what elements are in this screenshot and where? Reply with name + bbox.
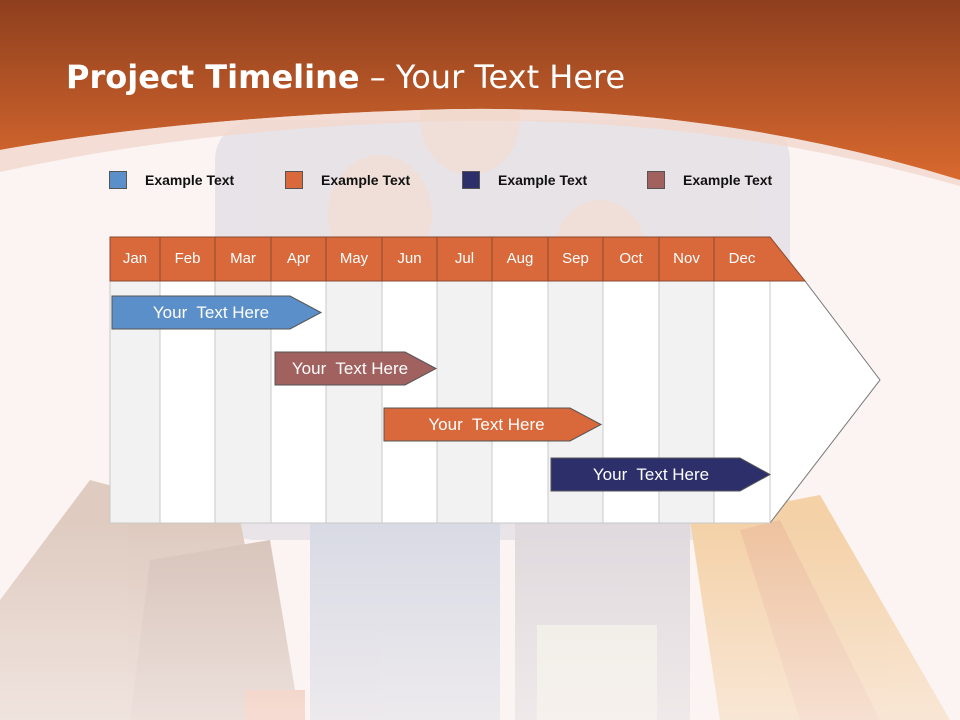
title-bold: Project Timeline [66,58,360,96]
month-label-apr: Apr [286,250,311,267]
month-label-mar: Mar [230,250,256,267]
task-label-3: Your Text Here [428,414,545,434]
task-bar-1 [111,295,323,330]
task-bars [111,295,772,492]
legend-swatch-1 [109,171,127,189]
month-label-may: May [339,250,369,267]
month-column-jun [381,280,438,524]
legend-label-4: Example Text [683,172,773,188]
slide-title: Project Timeline – Your Text Here [66,58,625,96]
month-label-nov: Nov [673,250,700,267]
title-banner [0,0,960,180]
banner-highlight [0,108,960,186]
legend-label-1: Example Text [145,172,235,188]
legend-label-3: Example Text [498,172,588,188]
month-label-jun: Jun [397,250,422,267]
task-bar-4 [550,457,772,492]
month-label-jan: Jan [122,250,148,267]
month-label-aug: Aug [506,250,534,267]
month-label-jul: Jul [454,250,475,267]
legend-item-4: Example Text [647,170,772,190]
task-label-2: Your Text Here [291,358,409,378]
legend-label-2: Example Text [321,172,411,188]
month-header-dividers [159,237,715,281]
month-label-oct: Oct [619,250,643,267]
month-column-jul [436,280,493,524]
legend-swatch-3 [462,171,480,189]
month-label-feb: Feb [174,250,201,267]
month-header-bar [109,236,807,282]
task-bar-2 [274,351,438,386]
legend-item-1: Example Text [109,170,234,190]
task-bar-3 [383,407,603,442]
month-column-aug [491,280,549,524]
task-label-4: Your Text Here [592,464,710,484]
legend-item-2: Example Text [285,170,410,190]
legend-swatch-4 [647,171,665,189]
title-rest: – Your Text Here [359,58,626,96]
task-label-1: Your Text Here [152,302,270,322]
month-label-sep: Sep [562,250,589,267]
legend-swatch-2 [285,171,303,189]
legend-item-3: Example Text [462,170,587,190]
month-label-dec: Dec [728,250,756,267]
month-column-may [325,280,383,524]
